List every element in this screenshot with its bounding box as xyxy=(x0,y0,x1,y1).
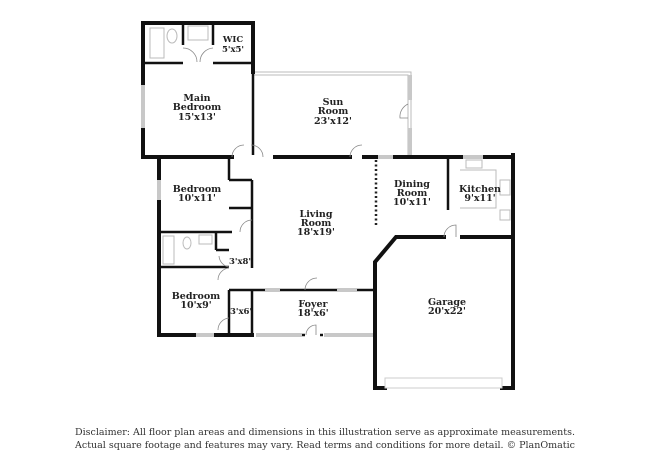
sun-room-dim: 23'x12' xyxy=(314,116,352,127)
closet-dim: 3'x6' xyxy=(230,307,252,317)
garage-label: Garage xyxy=(428,297,466,308)
disclaimer-line-1: Disclaimer: All floor plan areas and dim… xyxy=(74,427,575,438)
bedroom-dim: 10'x11' xyxy=(178,193,216,204)
dining-room-label: Dining xyxy=(394,179,430,190)
garage-door xyxy=(384,377,503,389)
main-bedroom-label: Main xyxy=(183,93,210,104)
sun-room-walls xyxy=(253,71,412,155)
toilet-icon xyxy=(182,236,192,250)
living-room-label: Room xyxy=(301,218,332,229)
main-bedroom-dim: 15'x13' xyxy=(178,112,216,123)
living-room-dim: 18'x19' xyxy=(297,227,335,238)
sink-icon xyxy=(198,234,213,245)
kitchen-label: Kitchen xyxy=(459,184,501,195)
wic-dim: 5'x5' xyxy=(222,45,244,55)
closet-dim: 3'x8' xyxy=(229,257,251,267)
bedroom-label: Bedroom xyxy=(172,291,220,302)
sink-icon xyxy=(187,25,209,41)
foyer-label: Foyer xyxy=(298,299,328,310)
main-bedroom-label: Bedroom xyxy=(173,102,221,113)
bedroom-dim: 10'x9' xyxy=(180,300,211,311)
living-room-label: Living xyxy=(300,209,333,220)
disclaimer-line-2: Actual square footage and features may v… xyxy=(75,440,575,451)
garage-dim: 20'x22' xyxy=(428,306,466,317)
foyer-dim: 18'x6' xyxy=(297,308,328,319)
wic-label: WIC xyxy=(222,35,244,45)
bedroom-label: Bedroom xyxy=(173,184,221,195)
interior-walls xyxy=(141,144,515,390)
dining-room-label: Room xyxy=(397,188,428,199)
bathtub-icon xyxy=(149,27,165,59)
stove-icon xyxy=(499,179,511,196)
toilet-icon xyxy=(166,28,178,44)
fridge-icon xyxy=(499,209,511,221)
bathtub-icon xyxy=(162,235,175,265)
sun-room-label: Room xyxy=(318,106,349,117)
dining-room-dim: 10'x11' xyxy=(393,197,431,208)
sun-room-label: Sun xyxy=(323,97,344,108)
kitchen-sink-icon xyxy=(465,159,483,169)
kitchen-dim: 9'x11' xyxy=(464,193,495,204)
disclaimer: Disclaimer: All floor plan areas and dim… xyxy=(0,426,650,452)
main-bedroom-walls xyxy=(141,21,255,159)
